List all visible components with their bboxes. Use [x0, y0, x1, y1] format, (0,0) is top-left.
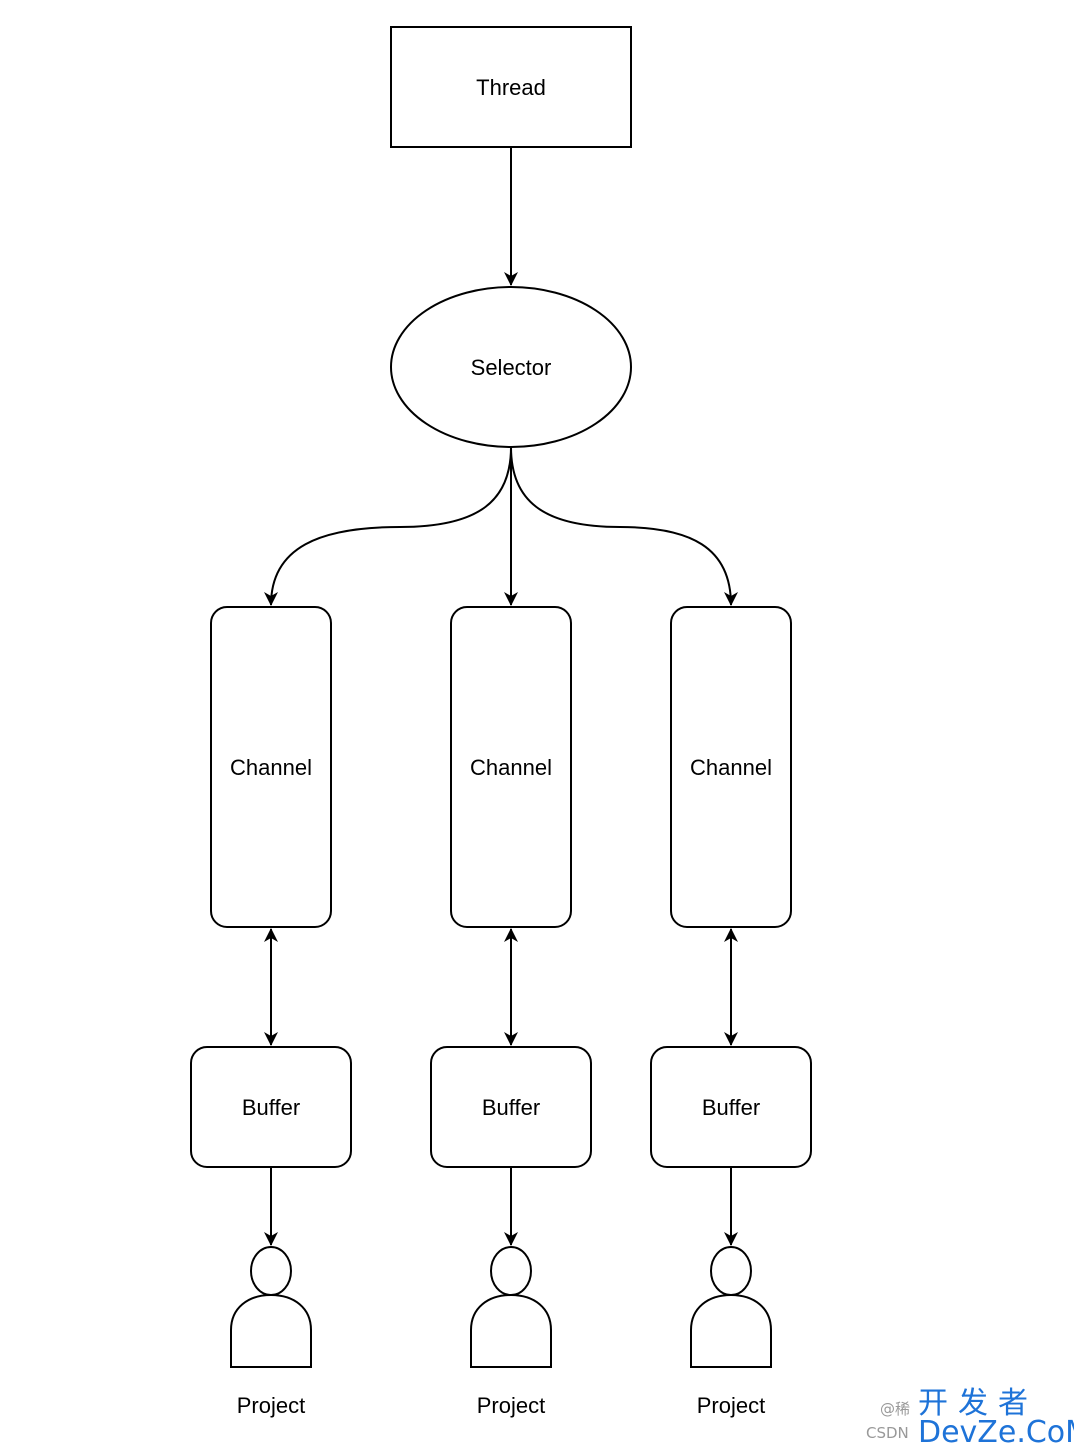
person-icon — [470, 1246, 552, 1368]
buffer-node-3: Buffer — [650, 1046, 812, 1168]
thread-label: Thread — [476, 75, 546, 100]
channel-label: Channel — [690, 755, 772, 780]
channel-node-1: Channel — [210, 606, 332, 928]
watermark-chinese: 开发者 — [918, 1386, 1038, 1421]
project-label: Project — [697, 1393, 765, 1418]
watermark: @稀 开发者 CSDN DevZe.CoM — [866, 1386, 1074, 1450]
selector-node: Selector — [390, 286, 632, 448]
buffer-label: Buffer — [482, 1095, 540, 1120]
edge-selector-channel-3 — [510, 446, 738, 606]
buffer-label: Buffer — [702, 1095, 760, 1120]
buffer-node-1: Buffer — [190, 1046, 352, 1168]
watermark-csdn: CSDN — [866, 1424, 909, 1442]
buffer-node-2: Buffer — [430, 1046, 592, 1168]
watermark-site: DevZe.CoM — [918, 1415, 1074, 1450]
channel-label: Channel — [470, 755, 552, 780]
project-label: Project — [477, 1393, 545, 1418]
project-label: Project — [237, 1393, 305, 1418]
channel-node-3: Channel — [670, 606, 792, 928]
person-icon — [230, 1246, 312, 1368]
person-icon — [690, 1246, 772, 1368]
edge-selector-channel-1 — [264, 446, 512, 606]
buffer-label: Buffer — [242, 1095, 300, 1120]
channel-node-2: Channel — [450, 606, 572, 928]
channel-label: Channel — [230, 755, 312, 780]
thread-node: Thread — [390, 26, 632, 148]
watermark-at: @稀 — [880, 1400, 910, 1418]
selector-label: Selector — [471, 355, 552, 380]
